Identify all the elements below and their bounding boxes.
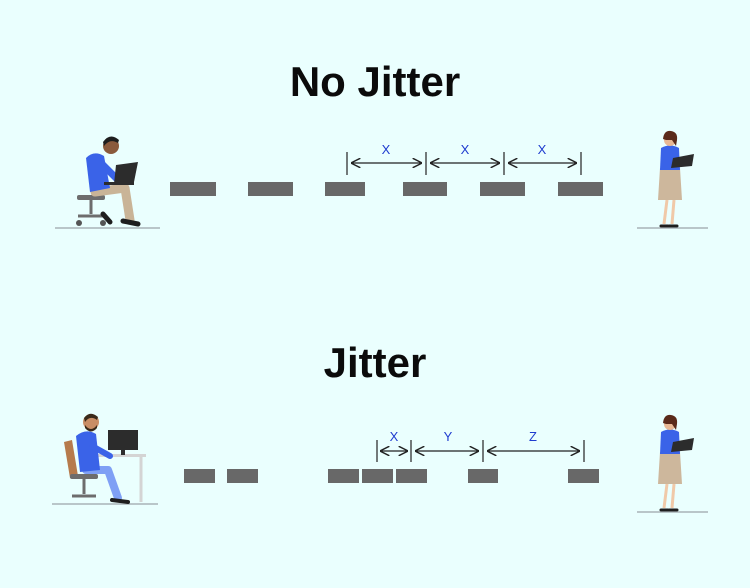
packet <box>396 469 427 483</box>
packet <box>362 469 393 483</box>
packet <box>170 182 216 196</box>
packet <box>184 469 215 483</box>
packet <box>403 182 447 196</box>
title-jitter: Jitter <box>323 339 427 386</box>
packet <box>468 469 498 483</box>
gap-markers-no-jitter <box>346 152 582 175</box>
person-at-laptop-icon <box>55 136 160 229</box>
title-no-jitter: No Jitter <box>289 58 461 105</box>
packet-stream-jitter <box>184 469 599 483</box>
gap-label: Z <box>529 429 537 444</box>
woman-holding-laptop-icon <box>637 130 708 229</box>
packet <box>568 469 599 483</box>
packet <box>480 182 525 196</box>
gap-label: X <box>538 142 547 157</box>
packet-stream-no-jitter <box>170 182 603 196</box>
packet <box>328 469 359 483</box>
gap-label: X <box>382 142 391 157</box>
packet <box>558 182 603 196</box>
gap-markers-jitter <box>376 440 585 462</box>
gap-label: Y <box>444 429 453 444</box>
packet <box>325 182 365 196</box>
woman-holding-laptop-icon <box>637 414 708 513</box>
gap-label: X <box>461 142 470 157</box>
gap-label: X <box>390 429 399 444</box>
person-at-desktop-icon <box>52 413 158 505</box>
packet <box>248 182 293 196</box>
packet <box>227 469 258 483</box>
